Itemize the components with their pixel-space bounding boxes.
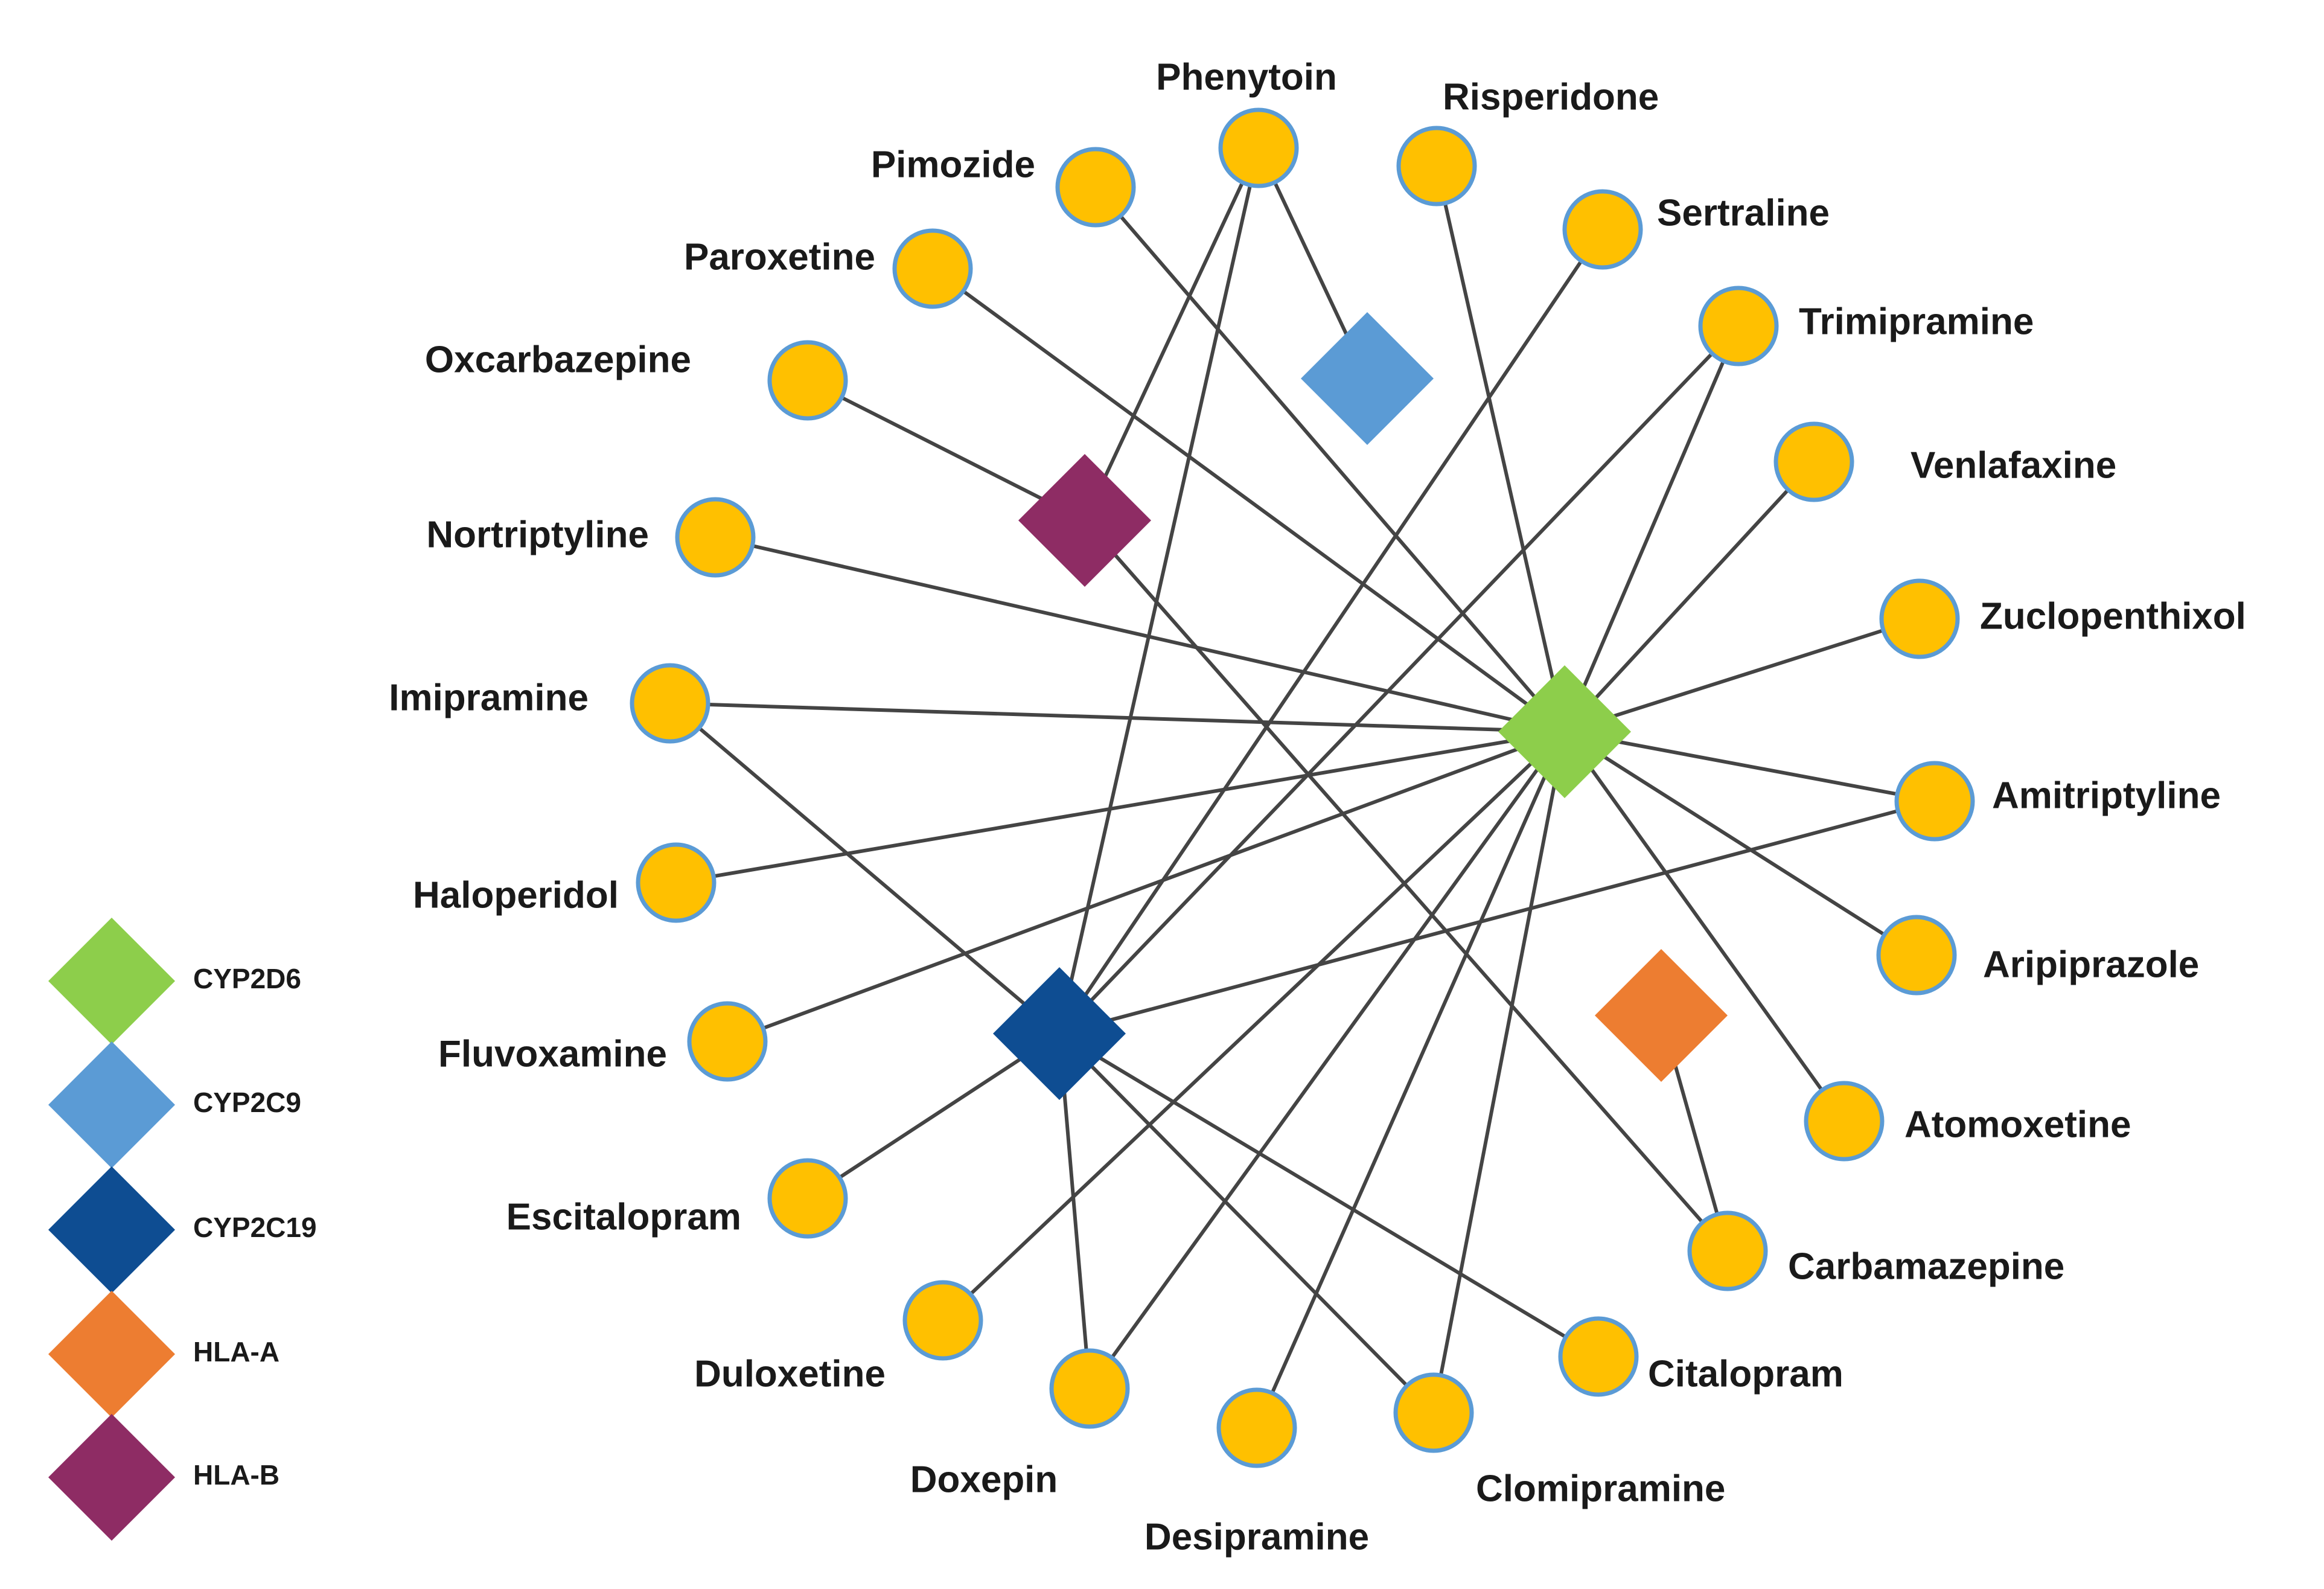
edge-oxcarbazepine-hla-b: [806, 379, 1086, 522]
drug-node-clomipramine: [1393, 1372, 1474, 1453]
legend-swatch-cyp2d6: [48, 918, 175, 1044]
edge-paroxetine-cyp2d6: [931, 267, 1566, 734]
drug-node-imipramine: [630, 663, 710, 744]
drug-label-haloperidol: Haloperidol: [413, 874, 619, 916]
drug-node-carbamazepine: [1687, 1210, 1768, 1291]
drug-label-amitriptyline: Amitriptyline: [1992, 775, 2221, 816]
legend-label-cyp2d6: CYP2D6: [193, 963, 301, 994]
drug-node-citalopram: [1558, 1316, 1639, 1397]
legend-swatch-hla-b: [48, 1414, 175, 1541]
drug-label-nortriptyline: Nortriptyline: [426, 514, 649, 555]
drug-node-risperidone: [1396, 126, 1477, 206]
drug-label-duloxetine: Duloxetine: [694, 1353, 886, 1395]
legend-label-hla-b: HLA-B: [193, 1459, 279, 1491]
legend-swatch-cyp2c9: [48, 1041, 175, 1168]
edge-imipramine-cyp2d6: [669, 702, 1565, 734]
edge-amitriptyline-cyp2d6: [1564, 730, 1935, 803]
drug-node-fluvoxamine: [687, 1001, 768, 1082]
drug-node-doxepin: [1049, 1348, 1130, 1429]
edge-escitalopram-cyp2c19: [806, 1032, 1061, 1200]
edge-haloperidol-cyp2d6: [675, 730, 1565, 884]
legend-swatch-hla-a: [48, 1291, 175, 1418]
drug-node-trimipramine: [1698, 286, 1779, 366]
drug-node-pimozide: [1055, 147, 1136, 228]
drug-label-imipramine: Imipramine: [389, 677, 589, 718]
drug-node-duloxetine: [902, 1280, 983, 1361]
drug-label-fluvoxamine: Fluvoxamine: [438, 1033, 667, 1075]
drug-label-paroxetine: Paroxetine: [684, 236, 875, 278]
drugs-layer: Phenytoin RisperidonePimozideSertralinePa…: [389, 56, 2246, 1558]
edge-atomoxetine-cyp2d6: [1563, 731, 1846, 1122]
drug-node-escitalopram: [767, 1158, 848, 1239]
edge-risperidone-cyp2d6: [1435, 165, 1566, 732]
drug-node-zuclopenthixol: [1879, 578, 1960, 659]
drug-node-aripiprazole: [1876, 915, 1957, 996]
edge-desipramine-cyp2d6: [1255, 731, 1566, 1429]
drug-node-atomoxetine: [1804, 1081, 1885, 1162]
drug-label-doxepin: Doxepin: [910, 1459, 1058, 1500]
edge-venlafaxine-cyp2d6: [1563, 460, 1816, 734]
edge-trimipramine-cyp2c19: [1058, 324, 1740, 1035]
drug-node-paroxetine: [892, 228, 973, 309]
drug-label-aripiprazole: Aripiprazole: [1983, 944, 2199, 985]
edge-clomipramine-cyp2c19: [1058, 1032, 1435, 1415]
edge-clomipramine-cyp2d6: [1432, 731, 1566, 1413]
drug-label-trimipramine: Trimipramine: [1799, 301, 2034, 342]
gene-node-hla-a: [1595, 949, 1728, 1082]
drug-label-desipramine: Desipramine: [1144, 1516, 1369, 1558]
drug-label-venlafaxine: Venlafaxine: [1911, 444, 2116, 486]
edge-zuclopenthixol-cyp2d6: [1564, 617, 1920, 734]
gene-node-cyp2c9: [1301, 312, 1434, 445]
drug-label-carbamazepine: Carbamazepine: [1788, 1245, 2064, 1287]
drug-label-pimozide: Pimozide: [871, 144, 1035, 185]
drug-label-citalopram: Citalopram: [1648, 1353, 1844, 1395]
edge-phenytoin-cyp2c19: [1058, 147, 1260, 1034]
drug-label-atomoxetine: Atomoxetine: [1904, 1104, 2131, 1145]
legend-label-cyp2c19: CYP2C19: [193, 1212, 317, 1243]
drug-label-oxcarbazepine: Oxcarbazepine: [425, 339, 691, 380]
genes-layer: [993, 312, 1728, 1100]
drug-label-sertraline: Sertraline: [1657, 192, 1830, 234]
gene-node-cyp2c19: [993, 967, 1126, 1100]
edge-aripiprazole-cyp2d6: [1563, 730, 1918, 957]
edge-duloxetine-cyp2d6: [941, 730, 1566, 1322]
drug-node-amitriptyline: [1894, 761, 1975, 842]
drug-label-clomipramine: Clomipramine: [1476, 1468, 1725, 1509]
edge-fluvoxamine-cyp2d6: [726, 730, 1566, 1043]
drug-node-desipramine: [1216, 1387, 1297, 1468]
gene-node-cyp2d6: [1498, 665, 1631, 798]
edge-amitriptyline-cyp2c19: [1059, 799, 1935, 1035]
edge-trimipramine-cyp2d6: [1563, 325, 1740, 733]
drug-label-zuclopenthixol: Zuclopenthixol: [1980, 595, 2246, 637]
edge-pimozide-cyp2d6: [1094, 186, 1566, 733]
edge-citalopram-cyp2c19: [1058, 1032, 1600, 1358]
drug-node-phenytoin: [1218, 107, 1299, 188]
drug-label-risperidone: Risperidone: [1443, 76, 1659, 118]
edge-carbamazepine-hla-b: [1083, 519, 1729, 1252]
drug-node-haloperidol: [636, 842, 717, 923]
drug-node-nortriptyline: [675, 497, 756, 578]
edge-imipramine-cyp2c19: [669, 702, 1061, 1035]
edge-phenytoin-hla-b: [1083, 147, 1260, 522]
drug-node-oxcarbazepine: [767, 340, 848, 421]
edge-nortriptyline-cyp2d6: [715, 536, 1565, 734]
drug-label-phenytoin: Phenytoin: [1156, 56, 1337, 98]
legend-label-cyp2c9: CYP2C9: [193, 1087, 301, 1118]
drug-label-escitalopram: Escitalopram: [506, 1196, 741, 1238]
drug-node-sertraline: [1562, 189, 1643, 270]
legend-swatch-cyp2c19: [48, 1166, 175, 1293]
gene-node-hla-b: [1018, 454, 1151, 587]
legend-label-hla-a: HLA-A: [193, 1336, 279, 1367]
edge-sertraline-cyp2c19: [1058, 228, 1604, 1035]
edge-doxepin-cyp2d6: [1088, 731, 1566, 1390]
drug-node-venlafaxine: [1773, 421, 1854, 502]
